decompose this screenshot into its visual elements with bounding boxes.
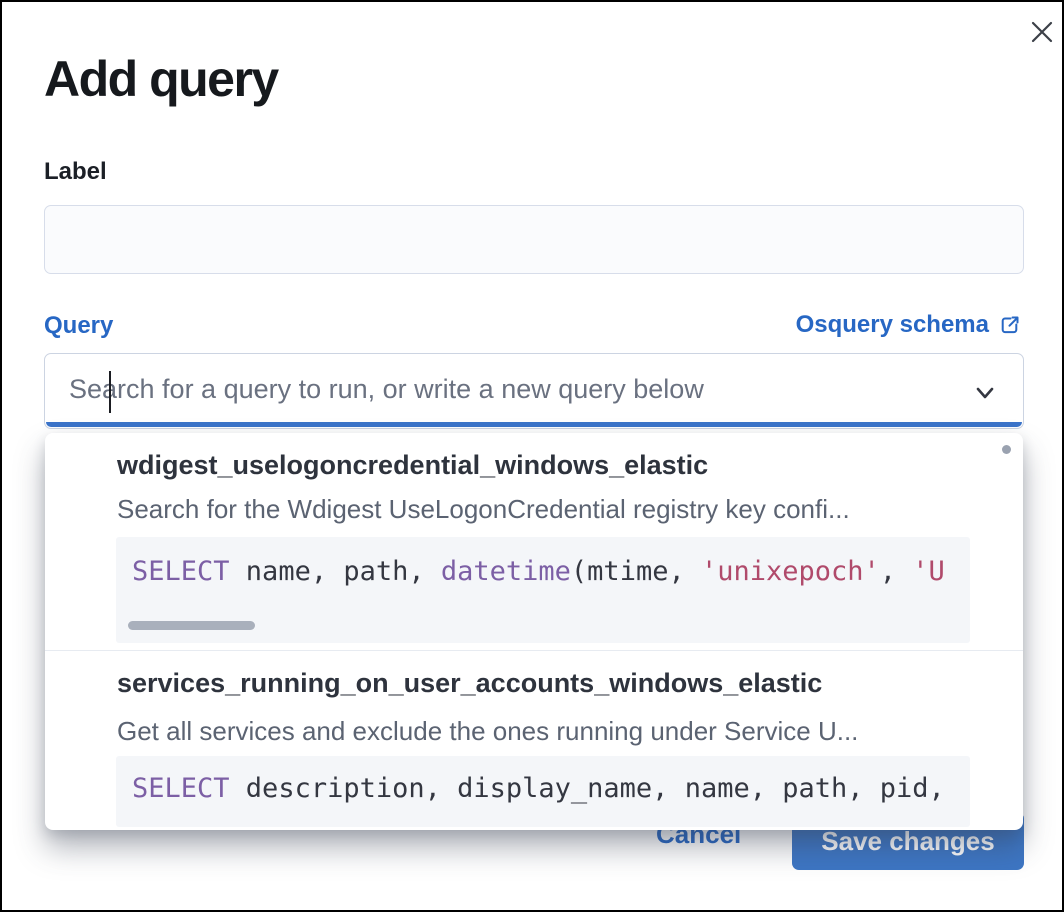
label-field-label: Label <box>44 158 107 185</box>
text-cursor <box>109 371 111 413</box>
code-token: , <box>879 556 913 587</box>
code-token: description, display_name, name, path, p… <box>229 773 945 804</box>
close-button[interactable] <box>1024 14 1060 50</box>
code-token: name, path, <box>229 556 441 587</box>
sql-code-line: SELECT name, path, datetime(mtime, 'unix… <box>132 556 970 587</box>
option-description: Get all services and exclude the ones ru… <box>117 716 859 746</box>
external-link-icon <box>1001 316 1019 334</box>
sql-code-line: SELECT description, display_name, name, … <box>132 773 970 804</box>
option-title: services_running_on_user_accounts_window… <box>117 668 823 698</box>
close-icon <box>1031 21 1053 43</box>
option-divider <box>45 650 1023 651</box>
query-combobox <box>44 353 1024 429</box>
code-token: 'U <box>912 556 945 587</box>
code-token: SELECT <box>132 773 230 804</box>
label-input[interactable] <box>44 205 1024 274</box>
option-sql-preview: SELECT description, display_name, name, … <box>116 756 970 827</box>
query-options-dropdown: wdigest_uselogoncredential_windows_elast… <box>45 433 1023 830</box>
osquery-schema-link-label: Osquery schema <box>795 311 989 338</box>
vertical-scrollbar-thumb[interactable] <box>1002 445 1011 454</box>
option-title: wdigest_uselogoncredential_windows_elast… <box>117 450 709 480</box>
osquery-schema-link[interactable]: Osquery schema <box>796 311 1022 339</box>
option-description: Search for the Wdigest UseLogonCredentia… <box>117 494 850 524</box>
horizontal-scrollbar-thumb[interactable] <box>128 621 255 630</box>
query-search-input[interactable] <box>47 356 959 422</box>
code-token: SELECT <box>132 556 230 587</box>
focus-indicator-bar <box>46 422 1022 427</box>
code-token: (mtime, <box>570 556 701 587</box>
option-sql-preview: SELECT name, path, datetime(mtime, 'unix… <box>116 537 970 643</box>
query-field-label: Query <box>44 312 114 339</box>
code-token: datetime <box>440 556 571 587</box>
code-token: 'unixepoch' <box>700 556 880 587</box>
chevron-down-icon[interactable] <box>969 377 1001 409</box>
page-title: Add query <box>44 51 279 107</box>
